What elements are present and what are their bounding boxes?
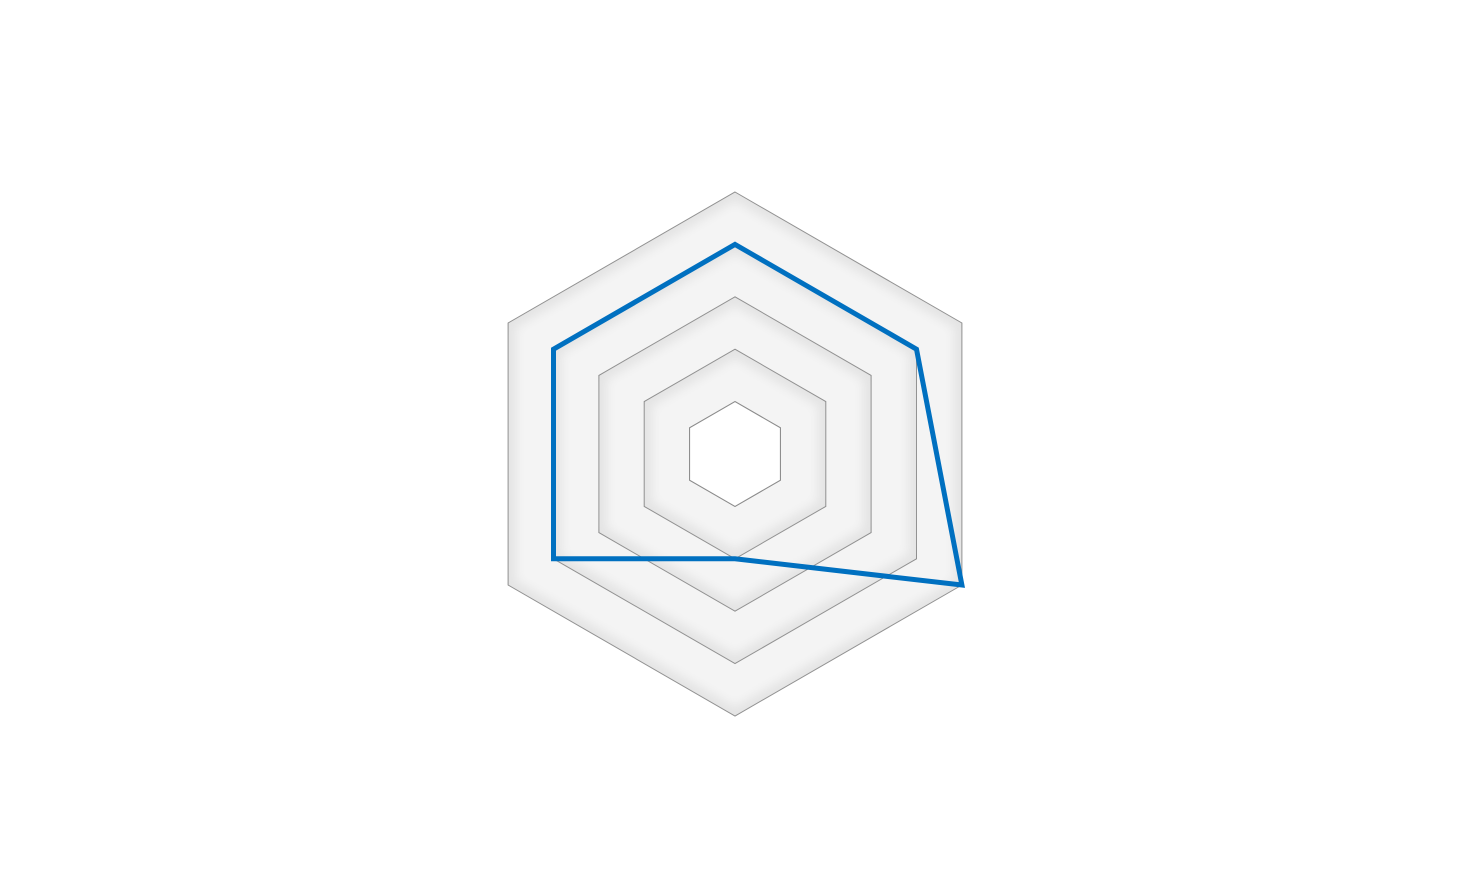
radar-series-layer: [551, 241, 965, 588]
radar-series-1-line: [551, 241, 965, 588]
radar-ring-center: [689, 401, 781, 507]
radar-grid: [507, 191, 963, 717]
